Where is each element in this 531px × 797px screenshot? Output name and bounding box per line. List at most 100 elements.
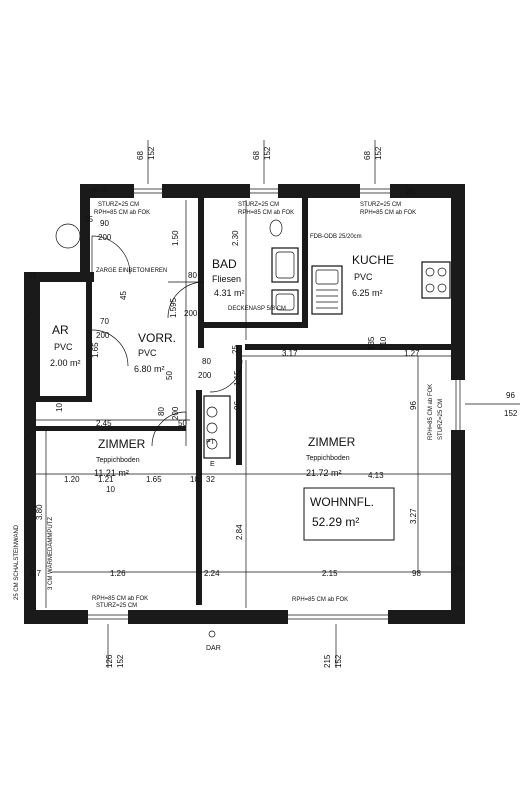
room-zimmer2-floor: Teppichboden bbox=[306, 455, 350, 462]
wohnfl-box: WOHNNFL. 52.29 m² bbox=[303, 487, 395, 541]
fixtures bbox=[55, 219, 451, 638]
dim-200a: 200 bbox=[98, 233, 112, 242]
room-kueche-floor: PVC bbox=[354, 272, 373, 282]
room-vorr-name: VORR. bbox=[138, 331, 176, 345]
rph-note-3: RPH=85 CM ab FOK bbox=[360, 210, 416, 216]
room-zimmer1-name: ZIMMER bbox=[98, 437, 146, 451]
dim-1595: 1.595 bbox=[169, 297, 178, 318]
window-bottom2-height: 152 bbox=[334, 654, 343, 668]
schacht-note: 25 CM SCHALSTEINWAND bbox=[14, 524, 20, 600]
rph-note-1: RPH=85 CM ab FOK bbox=[94, 210, 150, 216]
room-zimmer2-area: 21.72 m² bbox=[306, 468, 342, 478]
room-ar-area: 2.00 m² bbox=[50, 358, 81, 368]
dim-70: 70 bbox=[100, 317, 109, 326]
dim-32: 32 bbox=[206, 475, 215, 484]
dim-50: 50 bbox=[165, 371, 174, 380]
decken-note: DECKENASP 5/8 CM bbox=[228, 306, 286, 312]
windows bbox=[88, 184, 465, 624]
fdb-note: FDB-ODB 25/20cm bbox=[310, 234, 362, 240]
room-kueche-name: KUCHE bbox=[352, 253, 394, 267]
dim-80a: 80 bbox=[188, 271, 197, 280]
dim-10a: 10 bbox=[55, 403, 64, 412]
dim-224: 2.24 bbox=[204, 569, 220, 578]
dim-25a: 25 bbox=[84, 215, 93, 224]
dim-10c: 10 bbox=[106, 485, 115, 494]
sturz-note-3: STURZ=25 CM bbox=[360, 202, 401, 208]
dim-284: 2.84 bbox=[235, 524, 244, 540]
window-right-width: 96 bbox=[506, 391, 515, 400]
sturz-note-right: STURZ=25 CM bbox=[438, 399, 444, 440]
room-bad-area: 4.31 m² bbox=[214, 288, 245, 298]
rph-note-bottom1: RPH=85 CM ab FOK bbox=[92, 596, 148, 602]
dim-90: 90 bbox=[100, 219, 109, 228]
dim-96: 96 bbox=[233, 401, 242, 410]
room-kueche-area: 6.25 m² bbox=[352, 288, 383, 298]
pt-note: PT bbox=[206, 439, 216, 446]
sturz-note-2: STURZ=25 CM bbox=[238, 202, 279, 208]
window-top1-height: 152 bbox=[147, 146, 156, 160]
dim-165b: 1.65 bbox=[146, 475, 162, 484]
window-top2-height: 152 bbox=[263, 146, 272, 160]
room-zimmer2-name: ZIMMER bbox=[308, 435, 356, 449]
e-note: E bbox=[210, 461, 215, 468]
window-top2-width: 68 bbox=[252, 151, 261, 160]
room-vorr-area: 6.80 m² bbox=[134, 364, 165, 374]
dim-115: 1.15 bbox=[233, 370, 242, 386]
dim-80b: 80 bbox=[202, 357, 211, 366]
dim-215: 2.15 bbox=[322, 569, 338, 578]
dim-245: 2.45 bbox=[96, 419, 112, 428]
dim-25b: 25 bbox=[231, 345, 240, 354]
dimension-lines bbox=[36, 140, 520, 668]
sturz-note-1: STURZ=25 CM bbox=[98, 202, 139, 208]
hd-note: HD 25 bbox=[90, 188, 108, 194]
dim-98: 98 bbox=[412, 569, 421, 578]
rph-note-bottom2: RPH=85 CM ab FOK bbox=[292, 597, 348, 603]
notes: HD 25 STURZ=25 CM RPH=85 CM ab FOK STURZ… bbox=[14, 188, 444, 652]
dim-120: 1.20 bbox=[64, 475, 80, 484]
window-bottom2-width: 215 bbox=[323, 654, 332, 668]
dim-327: 3.27 bbox=[409, 508, 418, 524]
rph-note-right: RPH=85 CM ab FOK bbox=[428, 384, 434, 440]
window-labels: 68 152 68 152 68 152 96 152 126 152 215 … bbox=[105, 146, 518, 668]
zarge-note: ZARGE EINBETONIEREN bbox=[96, 268, 167, 274]
dimension-texts: 25 90 200 1.50 2.30 80 200 45 70 200 1.6… bbox=[28, 187, 463, 578]
wohnfl-value: 52.29 m² bbox=[312, 515, 359, 529]
dim-80c: 80 bbox=[157, 407, 166, 416]
window-top3-width: 68 bbox=[363, 151, 372, 160]
outer-walls bbox=[24, 184, 465, 624]
wohnfl-label: WOHNNFL. bbox=[310, 495, 374, 509]
dim-200e: 200 bbox=[171, 406, 180, 420]
dim-200d: 200 bbox=[198, 371, 212, 380]
room-zimmer1-floor: Teppichboden bbox=[96, 457, 140, 464]
dim-126: 1.26 bbox=[110, 569, 126, 578]
window-right-height: 152 bbox=[504, 409, 518, 418]
window-bottom1-height: 152 bbox=[116, 654, 125, 668]
schalstein-hatch bbox=[23, 277, 37, 591]
room-ar-name: AR bbox=[52, 323, 69, 337]
dim-25c: 25 bbox=[454, 565, 463, 574]
dim-121: 1.21 bbox=[98, 475, 114, 484]
room-labels: BAD Fliesen 4.31 m² KUCHE PVC 6.25 m² AR… bbox=[50, 253, 394, 478]
dim-25d: 25 bbox=[28, 271, 37, 280]
sturz-note-bottom1: STURZ=25 CM bbox=[96, 603, 137, 609]
waerme-note: 3 CM WÄRMEDÄMMPUTZ bbox=[47, 517, 54, 590]
window-bottom1-width: 126 bbox=[105, 654, 114, 668]
dim-150: 1.50 bbox=[171, 230, 180, 246]
dim-96b: 96 bbox=[409, 401, 418, 410]
dim-87: 8.7 bbox=[30, 569, 42, 578]
room-zimmer1-area: 11.21 m² bbox=[94, 468, 129, 478]
rph-note-2: RPH=85 CM ab FOK bbox=[238, 210, 294, 216]
dim-165: 1.65 bbox=[91, 342, 100, 358]
window-top3-height: 152 bbox=[374, 146, 383, 160]
dim-210: 210 bbox=[379, 336, 388, 350]
room-bad-name: BAD bbox=[212, 257, 237, 271]
dim-127: 1.27 bbox=[404, 349, 420, 358]
window-top1-width: 68 bbox=[136, 151, 145, 160]
dim-200c: 200 bbox=[96, 331, 110, 340]
dim-50b: 50 bbox=[178, 419, 187, 428]
room-ar-floor: PVC bbox=[54, 342, 73, 352]
dar-note: DAR bbox=[206, 645, 221, 652]
dim-413: 4.13 bbox=[368, 471, 384, 480]
dim-10b: 10 bbox=[190, 475, 199, 484]
